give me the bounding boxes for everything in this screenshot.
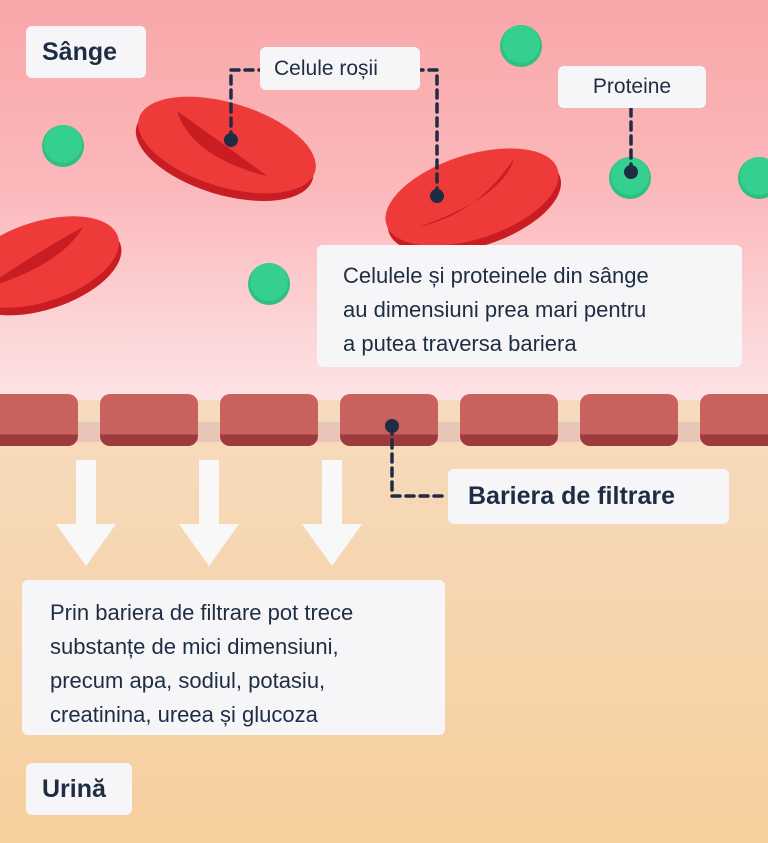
red-blood-cell [135,96,316,201]
red-cells-label: Celule roșii [260,47,420,90]
barrier-brick [700,394,768,446]
filtration-note: Prin bariera de filtrare pot trece subst… [22,580,445,735]
protein-dot [738,157,768,199]
protein-dot [500,25,542,67]
barrier-brick [0,394,78,446]
protein-dot [248,263,290,305]
leader-dot [385,419,399,433]
red-blood-cell [0,216,122,316]
filtration-barrier-label: Bariera de filtrare [448,469,729,524]
barrier-brick [580,394,678,446]
down-arrow-icon [302,460,362,566]
barrier-brick [460,394,558,446]
protein-dot [42,125,84,167]
red-blood-cell [385,148,562,254]
leader-dot [430,189,444,203]
leader-dot [224,133,238,147]
down-arrow-icon [56,460,116,566]
leader-line-red-cells-right [417,68,439,198]
down-arrow-icon [179,460,239,566]
blood-zone-label: Sânge [26,26,146,78]
leader-line-red-cells-left [229,68,264,142]
proteins-label: Proteine [558,66,706,108]
leader-dot [624,165,638,179]
urine-zone-label: Urină [26,763,132,815]
leader-line-barrier [390,424,450,498]
barrier-brick [220,394,318,446]
blood-note: Celulele și proteinele din sânge au dime… [317,245,742,367]
barrier-brick [100,394,198,446]
